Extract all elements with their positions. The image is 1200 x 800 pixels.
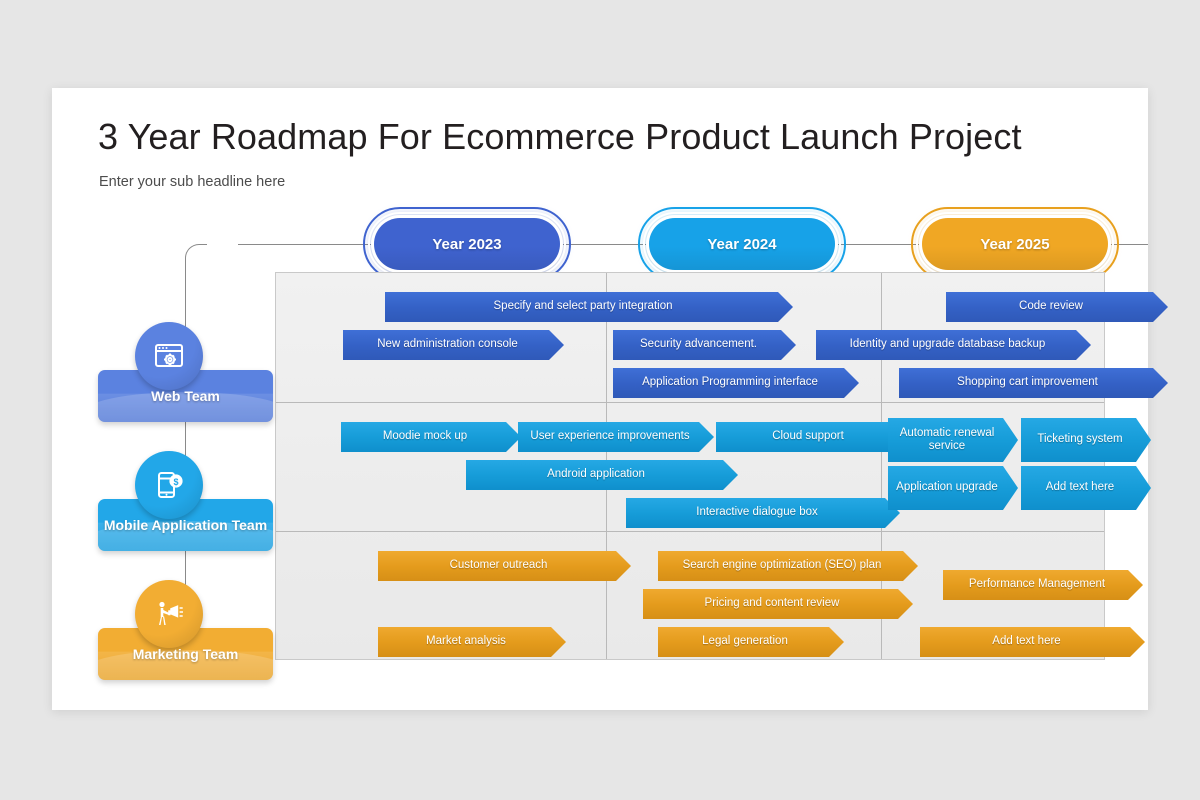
roadmap-task-bar[interactable]: Interactive dialogue box [626, 498, 900, 528]
grid-row-divider [276, 531, 1104, 532]
roadmap-task-bar[interactable]: Android application [466, 460, 738, 490]
browser-gear-icon [135, 322, 203, 390]
year-pill-year-2025[interactable]: Year 2025 [911, 207, 1119, 281]
grid-column-divider [881, 273, 882, 659]
megaphone-person-icon [135, 580, 203, 648]
roadmap-task-bar[interactable]: Market analysis [378, 627, 566, 657]
roadmap-task-bar[interactable]: User experience improvements [518, 422, 714, 452]
roadmap-task-bar[interactable]: Cloud support [716, 422, 912, 452]
roadmap-task-bar[interactable]: Customer outreach [378, 551, 631, 581]
roadmap-task-bar[interactable]: Automatic renewal service [888, 418, 1018, 462]
team-label: Marketing Team [132, 646, 239, 662]
roadmap-task-bar[interactable]: Search engine optimization (SEO) plan [658, 551, 918, 581]
roadmap-task-bar[interactable]: Application upgrade [888, 466, 1018, 510]
roadmap-task-bar[interactable]: Add text here [1021, 466, 1151, 510]
mobile-payment-icon: $ [135, 451, 203, 519]
slide-card: 3 Year Roadmap For Ecommerce Product Lau… [52, 88, 1148, 710]
timeline-elbow [185, 244, 207, 266]
roadmap-task-bar[interactable]: Specify and select party integration [385, 292, 793, 322]
svg-text:$: $ [173, 477, 178, 487]
page-subtitle: Enter your sub headline here [99, 174, 286, 190]
roadmap-task-bar[interactable]: New administration console [343, 330, 564, 360]
roadmap-task-bar[interactable]: Performance Management [943, 570, 1143, 600]
roadmap-task-bar[interactable]: Identity and upgrade database backup [816, 330, 1091, 360]
year-pill-label: Year 2025 [980, 235, 1050, 253]
roadmap-task-bar[interactable]: Security advancement. [613, 330, 796, 360]
roadmap-task-bar[interactable]: Shopping cart improvement [899, 368, 1168, 398]
page-title: 3 Year Roadmap For Ecommerce Product Lau… [98, 116, 1022, 157]
team-label: Mobile Application Team [103, 517, 268, 533]
roadmap-task-bar[interactable]: Ticketing system [1021, 418, 1151, 462]
team-label: Web Team [151, 388, 220, 404]
year-pill-label: Year 2023 [432, 235, 502, 253]
grid-row-divider [276, 402, 1104, 403]
year-pill-year-2024[interactable]: Year 2024 [638, 207, 846, 281]
roadmap-task-bar[interactable]: Legal generation [658, 627, 844, 657]
roadmap-task-bar[interactable]: Pricing and content review [643, 589, 913, 619]
roadmap-task-bar[interactable]: Add text here [920, 627, 1145, 657]
year-pill-year-2023[interactable]: Year 2023 [363, 207, 571, 281]
roadmap-task-bar[interactable]: Code review [946, 292, 1168, 322]
roadmap-task-bar[interactable]: Moodie mock up [341, 422, 521, 452]
year-pill-label: Year 2024 [707, 235, 777, 253]
roadmap-task-bar[interactable]: Application Programming interface [613, 368, 859, 398]
